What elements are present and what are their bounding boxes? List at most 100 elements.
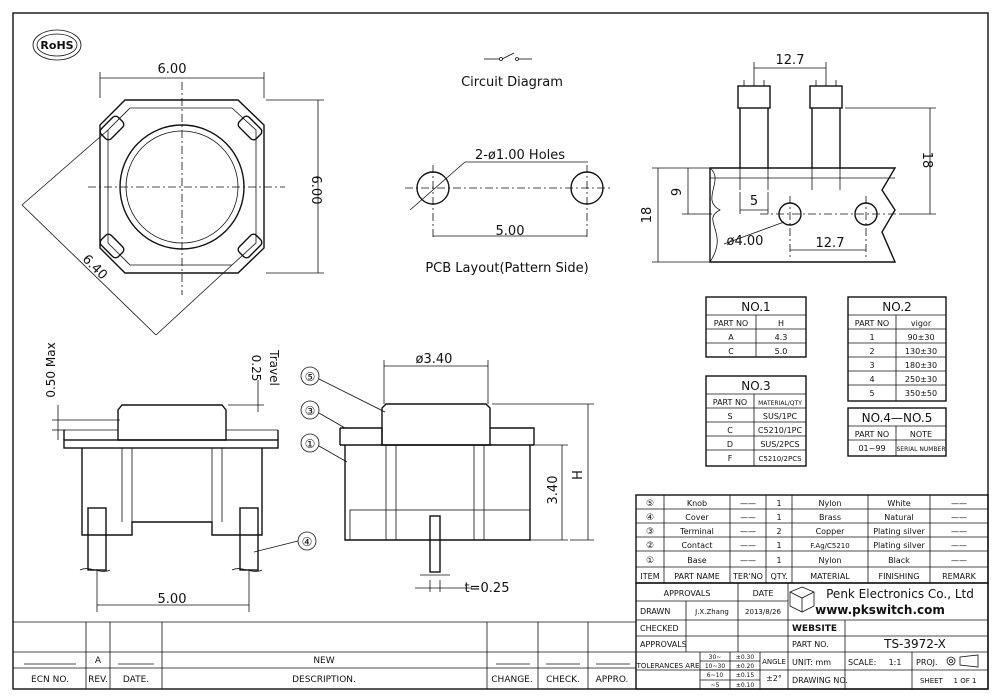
rohs-label: RoHS [40, 39, 73, 52]
table1-cell: C [728, 347, 734, 356]
bom-cell: ① [646, 556, 654, 566]
table3-cell: C5210/2PCS [758, 455, 802, 463]
tb-tolerances: TOLERANCES ARE [636, 662, 700, 670]
bom-row: ① Base —— 1 Nylon Black —— [646, 556, 967, 566]
table2-cell: 2 [869, 347, 874, 356]
title-block: APPROVALS DATE DRAWN J.X.Zhang 2013/8/26… [635, 582, 989, 690]
bom-cell: ③ [646, 527, 654, 537]
rohs-badge: RoHS [32, 29, 82, 61]
bom-header: REMARK [942, 572, 977, 581]
side-view-right: ø3.40 3.40 H t=0.25 ⑤ ③ ① [300, 352, 594, 596]
dim-pitch-top: 12.7 [776, 53, 805, 68]
tol-range: 10~30 [705, 663, 725, 670]
side-view-left: 0.50 Max 0.25 Travel 5.00 ④ [44, 342, 317, 612]
table3-cell: SUS/1PC [763, 412, 798, 421]
bom-cell: Natural [884, 513, 914, 522]
bom-row: ② Contact —— 1 F.Ag/C5210 Plating silver… [646, 541, 967, 551]
dim-pcb-span: 5.00 [496, 224, 525, 239]
bom-cell: —— [951, 527, 967, 536]
rev-header: DESCRIPTION. [292, 675, 356, 685]
holes-label: 2-ø1.00 Holes [475, 148, 565, 163]
pcb-label: PCB Layout(Pattern Side) [425, 261, 588, 276]
table45-header: NOTE [910, 430, 932, 439]
dim-thickness: t=0.25 [465, 581, 510, 596]
rev-new: NEW [313, 656, 334, 666]
table3-cell: S [727, 412, 732, 421]
projection-symbol-icon [946, 654, 979, 668]
tb-part-value: TS-3972-X [883, 637, 946, 651]
table3-header: MATERIAL/QTY [758, 400, 802, 407]
table3-cell: C5210/1PC [758, 426, 803, 435]
table1-header: H [778, 319, 784, 328]
table-no3: NO.3 PART NO MATERIAL/QTY S SUS/1PC C C5… [705, 375, 807, 467]
table2-cell: 250±30 [905, 375, 937, 384]
bom-cell: —— [740, 556, 756, 565]
dim-knob-diameter: ø3.40 [416, 352, 453, 367]
tol-value: ±0.10 [736, 682, 755, 689]
table1-title: NO.1 [741, 300, 770, 314]
bom-header-row: ITEM PART NAME TER'NO QTY. MATERIAL FINI… [640, 572, 976, 581]
table2-header: PART NO [855, 319, 889, 328]
bom-cell: ② [646, 541, 654, 551]
tb-drawing-no: DRAWING NO. [792, 676, 848, 685]
bom-cell: —— [951, 541, 967, 550]
balloon-3: ③ [305, 404, 316, 418]
tb-scale: SCALE: [848, 658, 876, 667]
tb-drawn-by: J.X.Zhang [694, 608, 729, 616]
bom-cell: ④ [646, 513, 654, 523]
bom-cell: Terminal [679, 527, 714, 536]
table3-cell: D [727, 440, 733, 449]
bom-cell: —— [740, 513, 756, 522]
bom-cell: 1 [776, 556, 781, 565]
dim-max: 0.50 Max [44, 342, 58, 397]
tol-value: ±0.15 [736, 672, 755, 679]
tb-part-no: PART NO. [792, 640, 829, 649]
bom-cell: Knob [687, 499, 707, 508]
dim-5: 5 [750, 194, 758, 209]
table45-title: NO.4—NO.5 [862, 411, 933, 425]
dim-hole: ø4.00 [727, 234, 764, 249]
tol-range: 30~ [709, 654, 722, 661]
dim-H: H [571, 470, 586, 480]
bom-cell: Plating silver [873, 527, 925, 536]
bom-cell: 1 [776, 541, 781, 550]
table1-cell: A [728, 333, 734, 342]
table1-header: PART NO [714, 319, 748, 328]
bom-cell: Plating silver [873, 541, 925, 550]
rev-header: REV. [88, 675, 108, 685]
bom-cell: Contact [681, 541, 712, 550]
table-no1: NO.1 PART NO H A 4.3 C 5.0 [705, 296, 807, 358]
dim-travel: 0.25 [249, 355, 263, 382]
bom-row: ③ Terminal —— 2 Copper Plating silver —— [646, 527, 967, 537]
dim-pitch-bottom: 12.7 [816, 236, 845, 251]
rev-header: APPRO. [596, 675, 629, 685]
bom-row: ⑤ Knob —— 1 Nylon White —— [646, 499, 967, 509]
tol-range: 6~10 [707, 672, 724, 679]
table1-cell: 4.3 [775, 333, 788, 342]
bom-header: TER'NO [732, 572, 763, 581]
tb-approvals: APPROVALS [664, 589, 711, 598]
bom-cell: Brass [819, 513, 841, 522]
dim-18-right: 18 [919, 152, 934, 169]
dim-18-left: 18 [640, 207, 655, 224]
table2-header: vigor [911, 319, 932, 328]
table-no45: NO.4—NO.5 PART NO NOTE 01~99 SERIAL NUMB… [847, 407, 947, 457]
dim-bottom-width: 5.00 [158, 592, 187, 607]
company-name: Penk Electronics Co., Ltd [826, 587, 974, 601]
rev-header: DATE. [123, 675, 149, 685]
company-logo-icon [789, 586, 815, 613]
bom-cell: Nylon [819, 556, 842, 565]
bom-cell: —— [740, 499, 756, 508]
bom-cell: Base [687, 556, 707, 565]
table3-header: PART NO [713, 398, 747, 407]
travel-word: Travel [267, 349, 281, 386]
tb-date: DATE [753, 589, 774, 598]
bom-header: MATERIAL [810, 572, 850, 581]
tb-sheet-val: 1 OF 1 [954, 677, 977, 685]
bom-cell: —— [951, 499, 967, 508]
tb-approvals2: APPROVALS [640, 640, 687, 649]
tb-drawn-date: 2013/8/26 [745, 608, 781, 616]
table2-cell: 180±30 [905, 361, 937, 370]
bom-cell: Copper [816, 527, 846, 536]
